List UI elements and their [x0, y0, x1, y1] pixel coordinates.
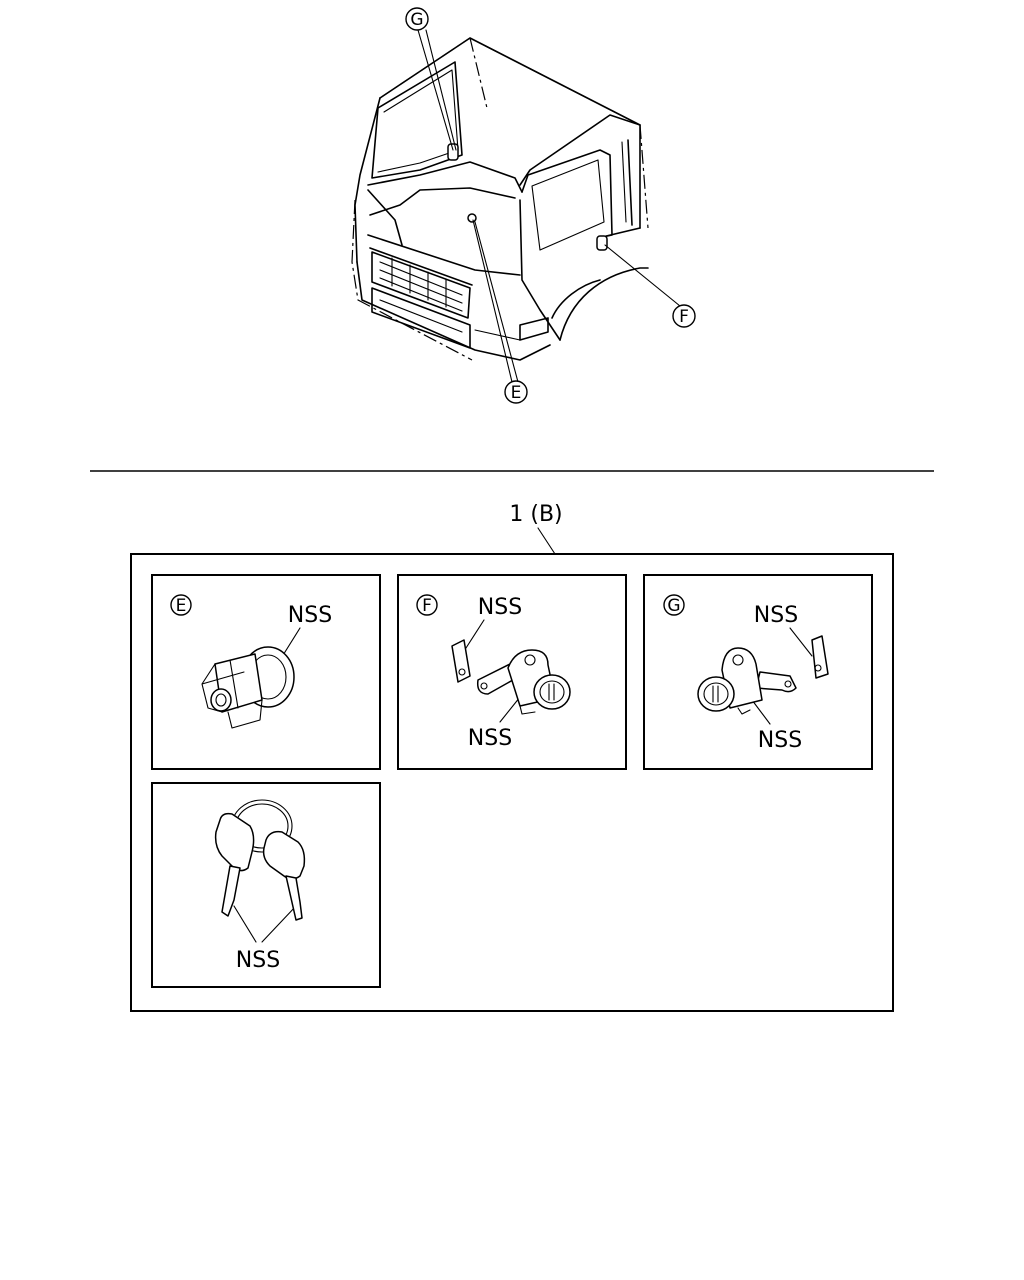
panel-e-nss-label: NSS	[288, 603, 332, 628]
callout-g: G	[405, 7, 429, 31]
panel-f: F NSS NSS	[397, 574, 627, 770]
panel-g: G NSS NSS	[643, 574, 873, 770]
callout-leaders	[417, 29, 681, 383]
callout-g-label: G	[410, 10, 423, 30]
panel-keys-nss-label: NSS	[236, 948, 280, 973]
panel-f-nss-bottom-label: NSS	[468, 726, 512, 751]
hood-lock-cylinder	[201, 646, 295, 729]
panel-e: E NSS	[151, 574, 381, 770]
assembly-leader	[537, 527, 556, 555]
callout-e-label: E	[511, 383, 522, 403]
panel-f-letter: F	[422, 596, 432, 616]
panel-g-letter: G	[667, 596, 680, 616]
panel-g-nss-bottom-label: NSS	[758, 728, 802, 753]
panel-f-nss-top-label: NSS	[478, 595, 522, 620]
panel-e-letter: E	[176, 596, 187, 616]
callout-e: E	[504, 380, 528, 404]
door-lock-cylinder-right	[697, 635, 829, 715]
assembly-frame	[130, 553, 894, 1012]
truck-cab-illustration	[351, 37, 649, 361]
callout-f: F	[672, 304, 696, 328]
assembly-label: 1 (B)	[509, 502, 562, 527]
panel-keys: NSS	[151, 782, 381, 988]
door-lock-cylinder-left	[451, 639, 571, 715]
key-set	[214, 799, 306, 921]
callout-f-label: F	[679, 307, 689, 327]
panel-g-nss-top-label: NSS	[754, 603, 798, 628]
